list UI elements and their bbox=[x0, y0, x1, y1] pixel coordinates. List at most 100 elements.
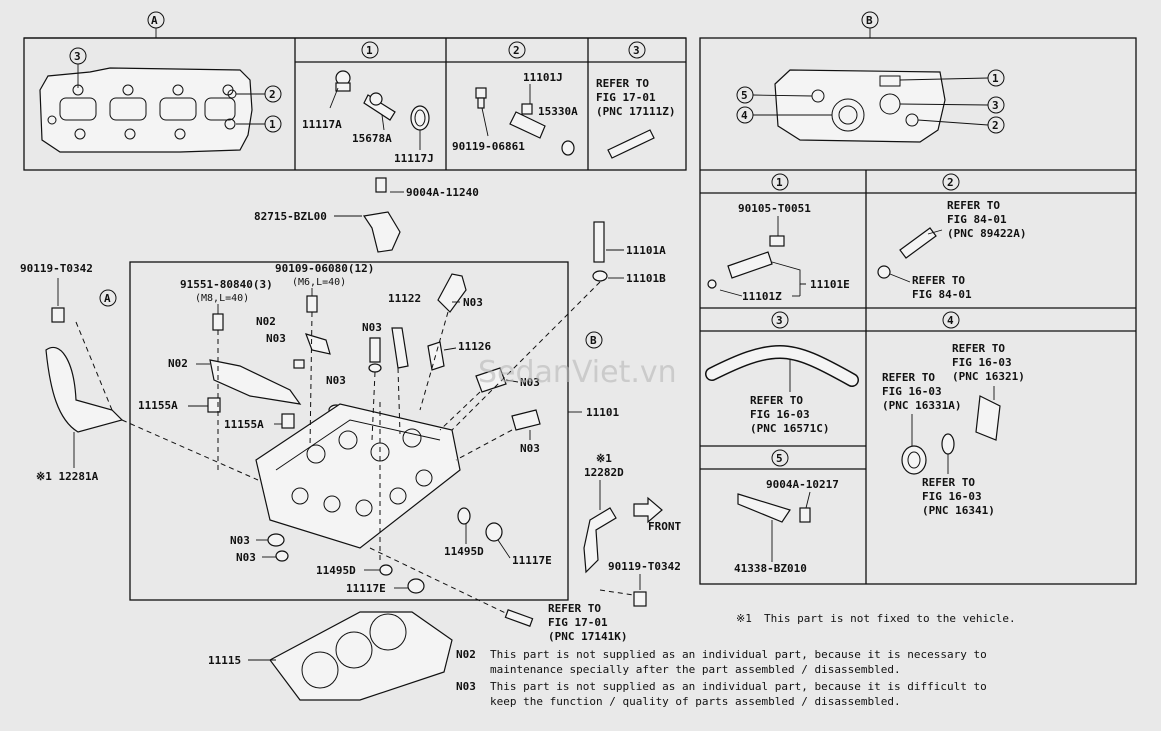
part-15678a: 15678A bbox=[352, 132, 392, 145]
b4-refer-line6: (PNC 16331A) bbox=[882, 399, 961, 412]
b3-callout: 3 bbox=[776, 314, 783, 327]
side-view-callout-5: 5 bbox=[741, 89, 748, 102]
b1-sensor bbox=[707, 235, 785, 289]
main-refer-line3: (PNC 17141K) bbox=[548, 630, 627, 643]
main-refer-line2: FIG 17-01 bbox=[548, 616, 608, 629]
note-n03-mark: N03 bbox=[456, 680, 476, 693]
part-90109-spec: (M6,L=40) bbox=[292, 277, 346, 288]
b2-refer-line4: REFER TO bbox=[912, 274, 965, 287]
hook-12282d bbox=[583, 507, 617, 574]
view-a-marker bbox=[147, 11, 165, 29]
b1-callout: 1 bbox=[776, 176, 783, 189]
watermark: SedanViet.vn bbox=[478, 355, 677, 390]
view-a-callout-2: 2 bbox=[513, 44, 520, 57]
part-11155a-left: 11155A bbox=[138, 399, 178, 412]
b2-refer-line3: (PNC 89422A) bbox=[947, 227, 1026, 240]
b3-refer-line3: (PNC 16571C) bbox=[750, 422, 829, 435]
view-b-section: B 1 3 2 5 4 bbox=[699, 11, 1137, 585]
part-n02-upper: N02 bbox=[256, 315, 276, 328]
main-assembly: 9004A-11240 82715-BZL00 90119-T0342 ※1 1… bbox=[20, 177, 666, 621]
top-view-callout-2: 2 bbox=[269, 88, 276, 101]
part-15330a: 15330A bbox=[538, 105, 578, 118]
b3-refer-line1: REFER TO bbox=[750, 394, 803, 407]
view-a-callout-3: 3 bbox=[633, 44, 640, 57]
part-11101: 11101 bbox=[586, 406, 619, 419]
bolt-11101a bbox=[593, 221, 605, 263]
front-label: FRONT bbox=[648, 520, 681, 533]
part-11101e: 11101E bbox=[810, 278, 850, 291]
b5-bracket bbox=[737, 493, 811, 523]
cam-cap bbox=[209, 359, 302, 405]
part-11117j: 11117J bbox=[394, 152, 434, 165]
panel-a1-parts bbox=[335, 70, 430, 131]
note-n02-line2: maintenance specially after the part ass… bbox=[490, 663, 901, 676]
part-90119-t0342-right: 90119-T0342 bbox=[608, 560, 681, 573]
part-90119-06861: 90119-06861 bbox=[452, 140, 525, 153]
part-11126: 11126 bbox=[458, 340, 491, 353]
part-11122: 11122 bbox=[388, 292, 421, 305]
part-n03-lower-1: N03 bbox=[230, 534, 250, 547]
b5-callout: 5 bbox=[776, 452, 783, 465]
cylinder-head-top-view bbox=[39, 67, 253, 153]
main-view-b-marker: B bbox=[590, 334, 597, 347]
b2-refer-line1: REFER TO bbox=[947, 199, 1000, 212]
part-90105-t0051: 90105-T0051 bbox=[738, 202, 811, 215]
note-n03-line2: keep the function / quality of parts ass… bbox=[490, 695, 901, 708]
left-bolt bbox=[51, 307, 65, 323]
part-91551-spec: (M8,L=40) bbox=[195, 293, 249, 304]
front-arrow-icon bbox=[633, 496, 663, 524]
part-11117e-bottom: 11117E bbox=[346, 582, 386, 595]
top-view-callout-1: 1 bbox=[269, 118, 276, 131]
b4-refer-line4: REFER TO bbox=[882, 371, 935, 384]
main-view-a-marker: A bbox=[104, 292, 111, 305]
view-b-letter: B bbox=[866, 14, 873, 27]
note-n02-line1: This part is not supplied as an individu… bbox=[490, 648, 987, 661]
part-11495d-bottom: 11495D bbox=[316, 564, 356, 577]
part-9004a-10217: 9004A-10217 bbox=[766, 478, 839, 491]
side-view-callout-4: 4 bbox=[741, 109, 748, 122]
notes: ※1 This part is not fixed to the vehicle… bbox=[456, 612, 1016, 708]
part-n03-right-top: N03 bbox=[463, 296, 483, 309]
part-12282d: 12282D bbox=[584, 466, 624, 479]
part-n03-upper: N03 bbox=[266, 332, 286, 345]
panel-a3-stud bbox=[607, 129, 655, 159]
part-n03-lower-2: N03 bbox=[236, 551, 256, 564]
side-view-callout-3: 3 bbox=[992, 99, 999, 112]
part-12281a: ※1 12281A bbox=[36, 470, 99, 483]
b2-refer-line5: FIG 84-01 bbox=[912, 288, 972, 301]
b4-refer-line8: FIG 16-03 bbox=[922, 490, 982, 503]
b4-refer-line3: (PNC 16321) bbox=[952, 370, 1025, 383]
part-11117e-right: 11117E bbox=[512, 554, 552, 567]
panel-a3-refer-line1: REFER TO bbox=[596, 77, 649, 90]
bolt-top bbox=[375, 177, 387, 193]
panel-a2-parts bbox=[475, 87, 575, 156]
b2-callout: 2 bbox=[947, 176, 954, 189]
part-11495d-right: 11495D bbox=[444, 545, 484, 558]
part-n03-center: N03 bbox=[362, 321, 382, 334]
part-11117a: 11117A bbox=[302, 118, 342, 131]
stud-17141k bbox=[504, 609, 534, 627]
hook-12281a bbox=[45, 346, 124, 433]
note-n02-mark: N02 bbox=[456, 648, 476, 661]
part-82715-bzl00: 82715-BZL00 bbox=[254, 210, 327, 223]
b4-refer-line5: FIG 16-03 bbox=[882, 385, 942, 398]
part-n02-lower: N02 bbox=[168, 357, 188, 370]
part-91551-80840: 91551-80840(3) bbox=[180, 278, 273, 291]
part-90119-t0342-left: 90119-T0342 bbox=[20, 262, 93, 275]
b4-callout: 4 bbox=[947, 314, 954, 327]
part-n03-mid: N03 bbox=[326, 374, 346, 387]
note-n03-line1: This part is not supplied as an individu… bbox=[490, 680, 987, 693]
part-9004a-11240: 9004A-11240 bbox=[406, 186, 479, 199]
part-11101z: 11101Z bbox=[742, 290, 782, 303]
part-11155a-right: 11155A bbox=[224, 418, 264, 431]
side-view-callout-1: 1 bbox=[992, 72, 999, 85]
part-12282d-mark: ※1 bbox=[596, 452, 612, 465]
main-refer-line1: REFER TO bbox=[548, 602, 601, 615]
view-a-section: A 1 2 3 3 bbox=[23, 11, 687, 171]
panel-a3-refer-line3: (PNC 17111Z) bbox=[596, 105, 675, 118]
part-11101j: 11101J bbox=[523, 71, 563, 84]
note1-mark: ※1 bbox=[736, 612, 752, 625]
part-11101a: 11101A bbox=[626, 244, 666, 257]
b4-refer-line9: (PNC 16341) bbox=[922, 504, 995, 517]
